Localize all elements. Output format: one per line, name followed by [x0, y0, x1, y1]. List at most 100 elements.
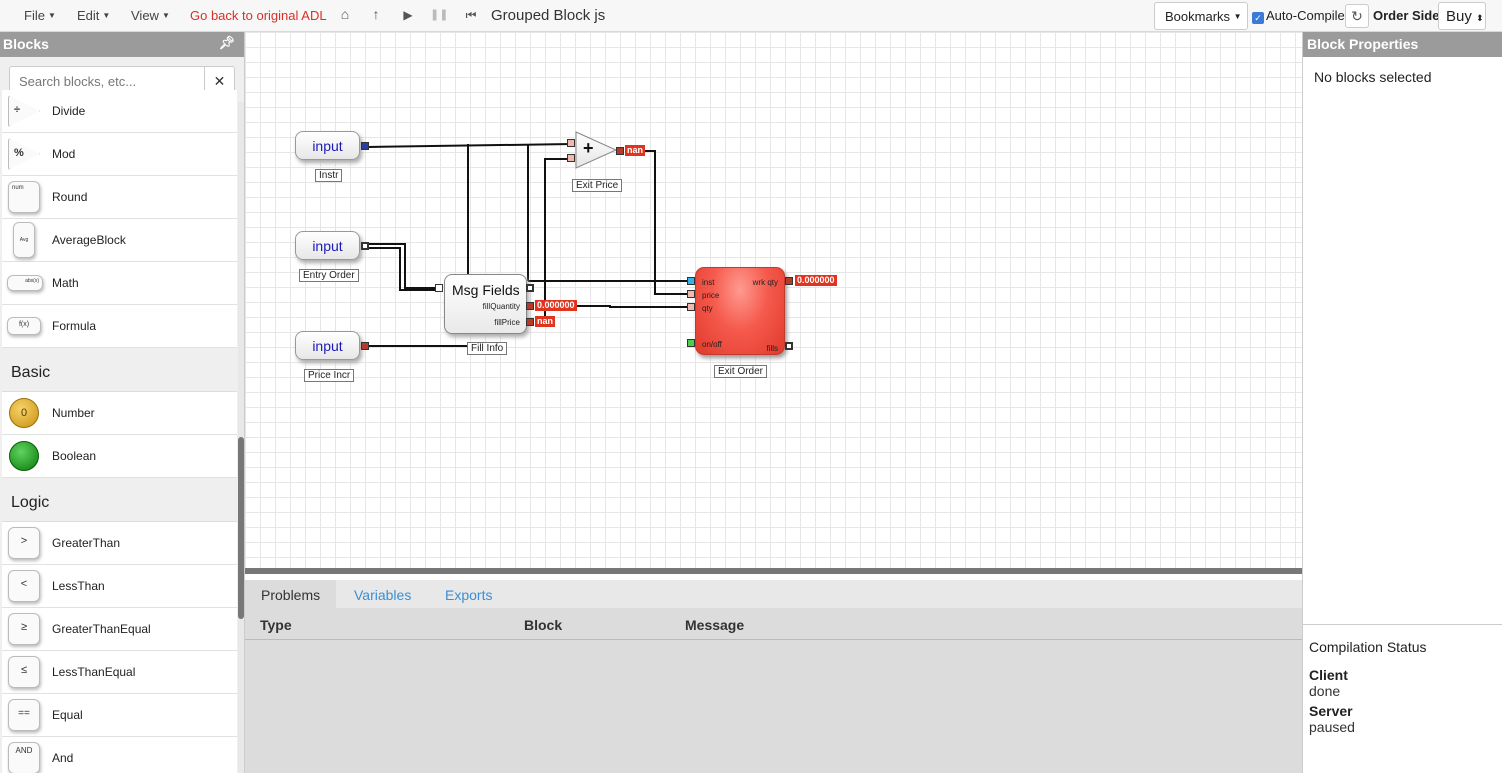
node-caption: Exit Price: [572, 179, 623, 192]
block-item-label: Math: [52, 276, 79, 290]
block-item-round[interactable]: num Round: [2, 176, 237, 219]
block-item-label: Boolean: [52, 449, 97, 463]
block-item-lessthanequal[interactable]: ≤ LessThanEqual: [2, 651, 237, 694]
divide-icon: ÷: [8, 95, 40, 127]
greater-than-equal-icon: ≥: [8, 613, 40, 645]
play-icon[interactable]: ▶: [403, 8, 413, 22]
output-port[interactable]: [616, 147, 624, 155]
node-caption: Fill Info: [467, 342, 508, 355]
block-item-label: Formula: [52, 319, 97, 333]
less-than-equal-icon: ≤: [8, 656, 40, 688]
output-port[interactable]: [361, 142, 369, 150]
input-node-price-incr[interactable]: input: [295, 331, 360, 360]
block-item-number[interactable]: 0 Number: [2, 392, 237, 435]
exit-order-node[interactable]: inst price qty on/off wrk qty fills: [695, 267, 785, 355]
output-port-fillquantity[interactable]: [526, 302, 534, 310]
column-header-block[interactable]: Block: [524, 617, 563, 633]
add-block-node[interactable]: [574, 130, 618, 170]
edit-menu[interactable]: Edit▼: [77, 8, 111, 23]
step-back-icon[interactable]: ⏮: [465, 8, 477, 22]
node-caption: Price Incr: [304, 369, 355, 382]
block-item-boolean[interactable]: Boolean: [2, 435, 237, 478]
block-item-lessthan[interactable]: < LessThan: [2, 565, 237, 608]
document-title: Grouped Block js: [491, 7, 606, 24]
view-menu[interactable]: View▼: [131, 8, 170, 23]
input-port-inst[interactable]: [687, 277, 695, 285]
block-item-label: LessThanEqual: [52, 665, 136, 679]
up-arrow-icon[interactable]: ↑: [372, 6, 380, 22]
auto-compile-checkbox[interactable]: ✓Auto-Compile: [1252, 8, 1345, 24]
block-item-greaterthan[interactable]: > GreaterThan: [2, 522, 237, 565]
column-header-type[interactable]: Type: [260, 617, 292, 633]
and-icon: AND: [8, 742, 40, 773]
output-port-wrk-qty[interactable]: [785, 277, 793, 285]
output-port-fillprice[interactable]: [526, 318, 534, 326]
client-label: Client: [1309, 667, 1348, 683]
node-caption: Entry Order: [299, 269, 359, 282]
chevron-down-icon: ▼: [161, 11, 170, 20]
pin-icon[interactable]: 📌︎: [218, 35, 235, 50]
value-tag: nan: [535, 316, 556, 327]
block-item-and[interactable]: AND And: [2, 737, 237, 773]
block-item-formula[interactable]: f(x) Formula: [2, 305, 237, 348]
bookmarks-dropdown[interactable]: Bookmarks ▼: [1154, 2, 1248, 30]
column-header-message[interactable]: Message: [685, 617, 745, 633]
output-port[interactable]: [361, 342, 369, 350]
mod-icon: %: [8, 138, 40, 170]
refresh-button[interactable]: ↻: [1345, 4, 1369, 28]
block-item-label: Divide: [52, 104, 86, 118]
node-caption: Exit Order: [714, 365, 768, 378]
server-label: Server: [1309, 703, 1353, 719]
input-port[interactable]: [435, 284, 443, 292]
output-port-fills[interactable]: [785, 342, 793, 350]
output-port[interactable]: [526, 284, 534, 292]
select-arrows-icon: ⬍: [1476, 13, 1484, 23]
sidebar-header: Blocks 📌︎: [0, 32, 244, 57]
order-side-select[interactable]: Buy ⬍: [1438, 2, 1486, 30]
block-item-math[interactable]: abs(x) Math: [2, 262, 237, 305]
equal-icon: ==: [8, 699, 40, 731]
compilation-status: Compilation Status Client done Server pa…: [1303, 624, 1502, 739]
value-tag: 0.000000: [795, 275, 837, 286]
block-item-label: And: [52, 751, 74, 765]
input-port[interactable]: [567, 154, 575, 162]
block-item-greaterthanequal[interactable]: ≥ GreaterThanEqual: [2, 608, 237, 651]
file-menu[interactable]: File▼: [24, 8, 56, 23]
input-port[interactable]: [567, 139, 575, 147]
section-logic[interactable]: Logic: [2, 484, 237, 522]
input-node-instr[interactable]: input: [295, 131, 360, 160]
block-item-averageblock[interactable]: Avg AverageBlock: [2, 219, 237, 262]
home-icon[interactable]: ⌂: [340, 6, 350, 22]
sidebar-title: Blocks: [3, 36, 49, 52]
search-input[interactable]: Search blocks, etc...: [19, 74, 137, 89]
output-port[interactable]: [361, 242, 369, 250]
tab-variables[interactable]: Variables: [354, 587, 412, 603]
msg-fields-node[interactable]: Msg Fields fillQuantity fillPrice: [444, 274, 527, 334]
input-port-qty[interactable]: [687, 303, 695, 311]
block-item-label: GreaterThan: [52, 536, 121, 550]
go-back-link[interactable]: Go back to original ADL: [190, 8, 327, 23]
top-toolbar: File▼ Edit▼ View▼ Go back to original AD…: [0, 0, 1502, 32]
math-icon: abs(x): [7, 275, 43, 291]
block-item-label: Number: [52, 406, 95, 420]
block-canvas[interactable]: input Instr input Entry Order input Pric…: [245, 32, 1302, 574]
empty-selection-text: No blocks selected: [1314, 69, 1432, 85]
input-port-price[interactable]: [687, 290, 695, 298]
block-item-label: Round: [52, 190, 88, 204]
block-item-divide[interactable]: ÷ Divide: [2, 90, 237, 133]
refresh-icon: ↻: [1351, 8, 1363, 24]
input-port-onoff[interactable]: [687, 339, 695, 347]
input-node-entry-order[interactable]: input: [295, 231, 360, 260]
sidebar-scrollbar-thumb[interactable]: [238, 437, 244, 619]
section-basic[interactable]: Basic: [2, 354, 237, 392]
order-side-label: Order Side: [1373, 8, 1440, 23]
pause-icon[interactable]: ❚❚: [430, 9, 449, 21]
blocks-sidebar: Blocks 📌︎ Search blocks, etc... ✕ ÷ Divi…: [0, 32, 245, 773]
block-item-equal[interactable]: == Equal: [2, 694, 237, 737]
clear-search-button[interactable]: ✕: [204, 67, 234, 95]
panel-splitter[interactable]: [245, 568, 1302, 574]
tab-problems[interactable]: Problems: [245, 580, 337, 608]
block-item-mod[interactable]: % Mod: [2, 133, 237, 176]
average-icon: Avg: [13, 222, 35, 258]
tab-exports[interactable]: Exports: [445, 587, 493, 603]
